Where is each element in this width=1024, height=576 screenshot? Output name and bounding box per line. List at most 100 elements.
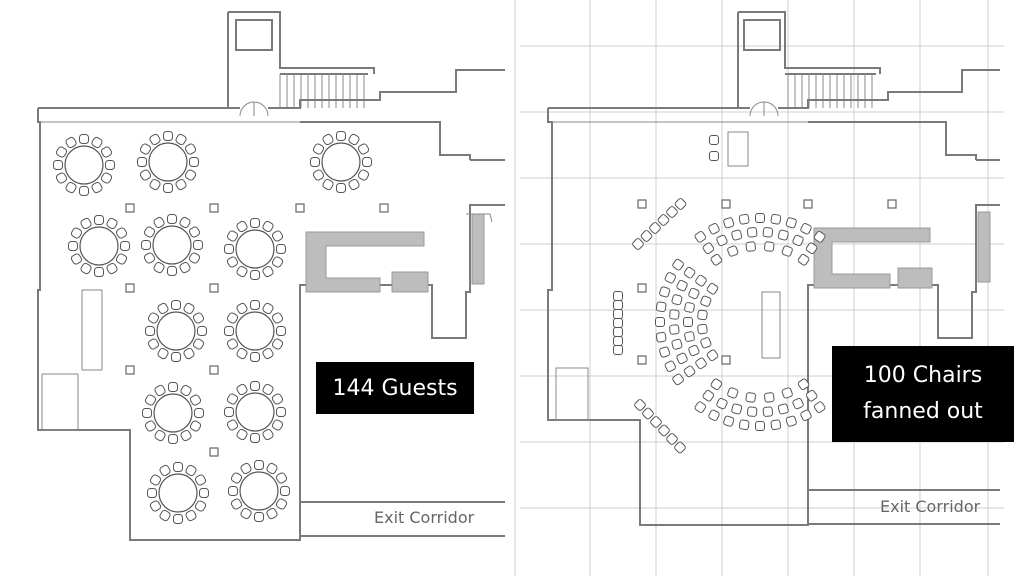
chair [657,214,670,226]
chair [770,213,782,225]
chair [254,460,264,470]
chair [226,230,239,242]
chair [813,231,826,243]
chair [100,172,113,184]
chair [764,241,775,252]
chair [348,178,360,191]
service-station [391,271,429,293]
chair [91,181,103,194]
chair [142,408,152,418]
chair [226,393,239,405]
chair [141,240,151,250]
round-table [147,462,209,524]
side-buffet-table [81,289,103,371]
chair [755,421,765,431]
chair [175,178,187,191]
chair [120,241,130,251]
chair [226,256,239,268]
chair [723,217,735,229]
round-table [310,131,372,193]
left-floor-plan [37,11,505,541]
column [637,199,647,209]
table-top [156,311,196,351]
chair [236,383,248,396]
chair [697,323,708,335]
chair [94,267,104,277]
chair [147,488,157,498]
chair [139,169,152,181]
chair [271,230,284,242]
chair [805,242,818,255]
chair [694,231,707,243]
chair [632,238,644,250]
chair [266,462,278,475]
right-columns [637,199,897,365]
chair [266,507,278,520]
chair [53,160,63,170]
side-bar [471,213,485,285]
chair [792,234,804,247]
chair [100,146,113,158]
chair [149,133,161,146]
chair [115,227,128,239]
chair [149,500,162,512]
chair [792,397,804,410]
chair [280,486,290,496]
chair [813,401,826,413]
chair [154,384,166,397]
chair [642,407,654,420]
chair [777,229,789,241]
chair [250,381,260,391]
chair [173,462,183,472]
side-bar-right [977,211,991,283]
chair [357,143,370,155]
chair [224,244,234,254]
chair [697,309,708,321]
chair [738,213,750,225]
chair [731,403,743,415]
chair [275,472,288,484]
alcove [41,373,79,431]
chair [762,406,774,417]
side-wall-detail [466,213,493,223]
round-table [224,300,286,362]
chair [785,217,797,229]
round-table [145,300,207,362]
chair [785,415,797,427]
chair [55,146,68,158]
chair [105,160,115,170]
chair [262,265,274,278]
chair [262,347,274,360]
chair [655,301,667,313]
chair [275,498,288,510]
chair [171,352,181,362]
chair [262,383,274,396]
chair [664,360,676,372]
column [209,365,219,375]
chair [154,429,166,442]
chair [250,270,260,280]
chair [674,198,687,210]
chair [179,216,191,229]
chair [224,326,234,336]
chair [710,378,723,391]
chair [271,256,284,268]
chair [723,415,735,427]
chair [230,498,243,510]
chair [106,217,118,230]
chair [805,389,818,402]
chair [193,240,203,250]
chair [226,312,239,324]
chair [144,420,157,432]
column [887,199,897,209]
chair [695,274,707,287]
chair [746,406,758,417]
column [209,203,219,213]
chair [168,434,178,444]
chair [357,169,370,181]
column [209,283,219,293]
chair [65,136,77,149]
chair [159,509,171,522]
chair [70,227,83,239]
chair [322,133,334,146]
